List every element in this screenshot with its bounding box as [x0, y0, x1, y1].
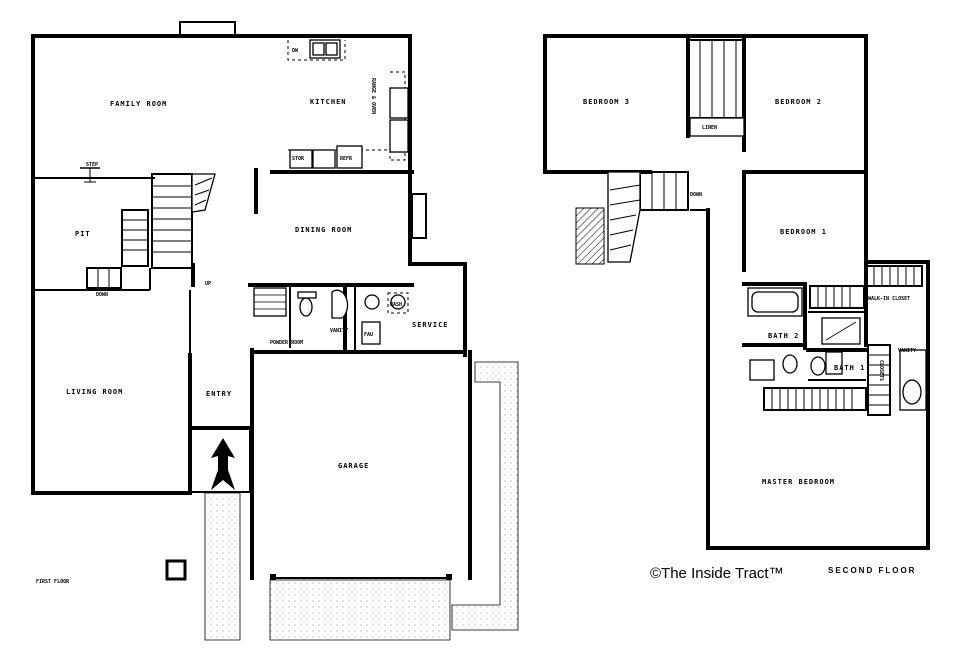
kitchen-counters — [287, 39, 409, 169]
caption-first-floor: FIRST FLOOR — [36, 579, 70, 585]
label-bedroom-1: BEDROOM 1 — [780, 228, 827, 236]
powder-room-fixtures — [253, 283, 349, 350]
second-floor-stairs — [575, 171, 689, 265]
label-kitchen: KITCHEN — [310, 98, 347, 106]
label-wash: WASH — [390, 302, 402, 308]
label-dw: DW — [292, 48, 299, 54]
master-outer-wall — [706, 208, 930, 550]
first-floor-stairs — [86, 173, 216, 289]
label-linen: LINEN — [702, 125, 717, 131]
first-floor-outer-wall-west — [31, 34, 192, 495]
label-bedroom-3: BEDROOM 3 — [583, 98, 630, 106]
bath-1-fixtures — [806, 317, 868, 381]
caption-second-floor: SECOND FLOOR — [828, 566, 916, 575]
label-walk-in-closet: WALK-IN CLOSET — [868, 296, 910, 302]
label-vanity-powder: VANITY — [330, 328, 348, 334]
label-fau: FAU — [364, 332, 373, 338]
bath-2-fixtures — [742, 282, 807, 381]
bedrooms-north-wall — [543, 34, 868, 174]
label-storage: STOR — [292, 156, 305, 162]
copyright-text: ©The Inside Tract™ — [650, 565, 784, 582]
label-down: DOWN — [96, 292, 108, 298]
label-down-second: DOWN — [690, 192, 702, 198]
label-service: SERVICE — [412, 321, 449, 329]
linen-closet — [687, 39, 745, 137]
label-refrigerator: REFR — [340, 156, 353, 162]
label-family-room: FAMILY ROOM — [110, 100, 167, 108]
label-master-bedroom: MASTER BEDROOM — [762, 478, 835, 486]
label-bath-1: BATH 1 — [834, 364, 865, 372]
entry-arrow-icon — [211, 438, 235, 490]
front-walkway — [204, 492, 241, 641]
label-dining-room: DINING ROOM — [295, 226, 352, 234]
master-closets — [763, 344, 891, 416]
side-walkway — [451, 361, 519, 631]
label-bath-2: BATH 2 — [768, 332, 799, 340]
driveway — [269, 579, 451, 641]
label-vanity-master: VANITY — [898, 348, 916, 354]
first-floor-outer-wall-east — [31, 34, 467, 357]
master-vanity — [899, 349, 927, 411]
first-floor-plan — [31, 21, 519, 641]
second-floor-plan — [543, 34, 930, 550]
label-entry: ENTRY — [206, 390, 232, 398]
label-garage: GARAGE — [338, 462, 369, 470]
pit-window-symbol — [80, 167, 100, 183]
label-closets: CLOSETS — [878, 360, 884, 381]
room-labels: FAMILY ROOM KITCHEN PIT DINING ROOM LIVI… — [36, 48, 916, 585]
label-pit: PIT — [75, 230, 91, 238]
service-fixtures — [354, 285, 409, 350]
label-range-oven: RANGE & OVEN — [370, 78, 376, 114]
label-step: STEP — [86, 162, 98, 168]
legend-square — [165, 559, 187, 581]
dining-bay-window — [411, 193, 427, 239]
chimney-outline — [179, 21, 236, 37]
label-powder-room: POWDER ROOM — [270, 340, 303, 346]
label-bedroom-2: BEDROOM 2 — [775, 98, 822, 106]
label-living-room: LIVING ROOM — [66, 388, 123, 396]
label-up: UP — [205, 281, 211, 287]
